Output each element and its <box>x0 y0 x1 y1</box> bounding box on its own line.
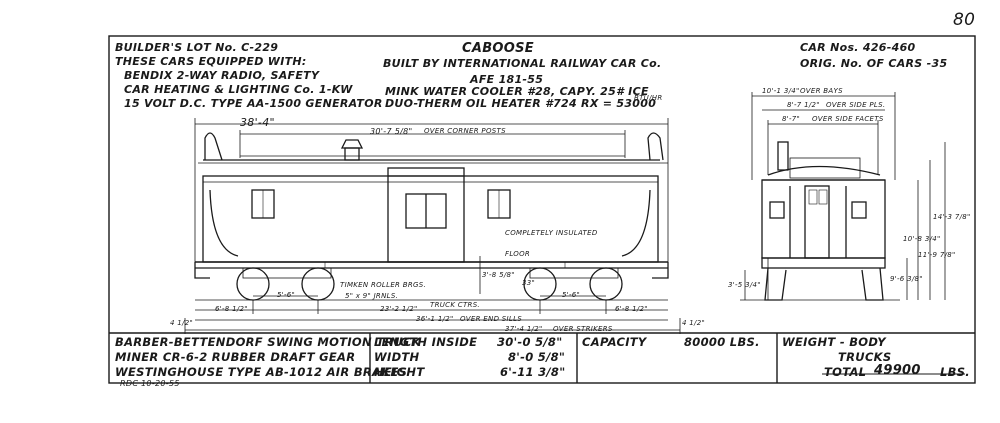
dim-overall-top: 38'-4" <box>240 116 275 129</box>
dim-over-side-facets-label: OVER SIDE FACETS <box>812 115 884 123</box>
dim-over-side-plates-label: OVER SIDE PLS. <box>826 101 886 109</box>
water-cooler: MINK WATER COOLER #28, CAPY. 25# ICE <box>385 85 649 98</box>
dim-overhang-left: 6'-8 1/2" <box>215 305 248 313</box>
spec-width-value: 8'-0 5/8" <box>508 350 566 364</box>
dim-rail-clearance: 3'-5 3/4" <box>728 281 761 289</box>
drawing-reference: RDC 10-20-55 <box>120 379 180 388</box>
spec-total-label: TOTAL <box>824 365 867 379</box>
completely-insulated-label: COMPLETELY INSULATED <box>505 229 598 237</box>
side-dimensions <box>184 118 681 334</box>
spec-width-label: WIDTH <box>374 350 420 364</box>
drawing-title: CABOOSE <box>462 41 534 56</box>
dim-over-strikers-label: OVER STRIKERS <box>553 325 613 333</box>
spec-truck: BARBER-BETTENDORF SWING MOTION TRUCK <box>115 335 422 349</box>
end-dimensions <box>744 92 946 300</box>
spec-length-label: LENGTH INSIDE <box>374 335 478 349</box>
spec-height-value: 6'-11 3/8" <box>500 365 566 379</box>
dim-over-corner-posts-label: OVER CORNER POSTS <box>424 127 506 135</box>
dim-over-strikers: 37'-4 1/2" <box>505 325 543 333</box>
journals-label: 5" x 9" JRNLS. <box>345 292 399 300</box>
dim-over-side-plates: 8'-7 1/2" <box>787 101 820 109</box>
spec-total-unit: LBS. <box>940 365 970 379</box>
dim-truck-centers: 23'-2 1/2" <box>380 305 418 313</box>
dim-height-10-8: 10'-8 3/4" <box>903 235 941 243</box>
dim-height-14-3: 14'-3 7/8" <box>933 213 971 221</box>
spec-draft-gear: MINER CR-6-2 RUBBER DRAFT GEAR <box>115 350 356 364</box>
spec-air-brakes: WESTINGHOUSE TYPE AB-1012 AIR BRAKES <box>115 365 408 379</box>
spec-height-label: HEIGHT <box>374 365 425 379</box>
dim-over-side-facets: 8'-7" <box>782 115 801 123</box>
builder: BUILT BY INTERNATIONAL RAILWAY CAR Co. <box>383 57 662 70</box>
side-elevation <box>194 132 669 301</box>
dim-over-end-sills-label: OVER END SILLS <box>460 315 523 323</box>
spec-capacity-label: CAPACITY <box>582 335 647 349</box>
dim-end-right: 4 1/2" <box>682 319 705 327</box>
dim-over-bays-label: OVER BAYS <box>800 87 843 95</box>
dim-axle-left: 5'-6" <box>277 291 296 299</box>
equipment-line: THESE CARS EQUIPPED WITH: <box>115 55 307 68</box>
dim-over-end-sills: 36'-1 1/2" <box>416 315 454 323</box>
spec-weight-body: WEIGHT - BODY <box>782 335 886 349</box>
car-numbers: CAR Nos. 426-460 <box>800 41 916 54</box>
oil-heater: DUO-THERM OIL HEATER #724 RX = 53000 <box>385 97 657 110</box>
page-number: 80 <box>953 10 976 30</box>
spec-weight-trucks: TRUCKS <box>838 350 892 364</box>
btu-unit: BTU/HR <box>634 94 663 102</box>
dim-end-left: 4 1/2" <box>170 319 193 327</box>
timken-label: TIMKEN ROLLER BRGS. <box>340 281 426 289</box>
dim-truck-centers-label: TRUCK CTRS. <box>430 301 480 309</box>
equipment-line: 15 VOLT D.C. TYPE AA-1500 GENERATOR <box>124 97 383 110</box>
dim-height-9-6: 9'-6 3/8" <box>890 275 923 283</box>
equipment-line: CAR HEATING & LIGHTING Co. 1-KW <box>124 83 353 96</box>
spec-total-value: 49900 <box>874 363 921 378</box>
sheet-border <box>108 35 976 384</box>
dim-axle-right: 5'-6" <box>562 291 581 299</box>
afe-number: AFE 181-55 <box>470 73 544 86</box>
equipment-line: BENDIX 2-WAY RADIO, SAFETY <box>124 69 320 82</box>
coupler-height: 3'-8 5/8" <box>482 271 515 279</box>
floor-label: FLOOR <box>505 250 531 258</box>
dim-over-bays: 10'-1 3/4" <box>762 87 800 95</box>
dim-over-corner-posts: 30'-7 5/8" <box>370 127 413 136</box>
dim-height-11-9: 11'-9 7/8" <box>918 251 956 259</box>
original-car-count: ORIG. No. OF CARS -35 <box>800 57 948 70</box>
builders-lot: BUILDER'S LOT No. C-229 <box>115 41 279 54</box>
end-elevation <box>740 141 900 301</box>
spec-capacity-value: 80000 LBS. <box>684 335 760 349</box>
dim-overhang-right: 6'-8 1/2" <box>615 305 648 313</box>
wheel-diameter: 33" <box>522 279 536 287</box>
spec-length-value: 30'-0 5/8" <box>497 335 563 349</box>
